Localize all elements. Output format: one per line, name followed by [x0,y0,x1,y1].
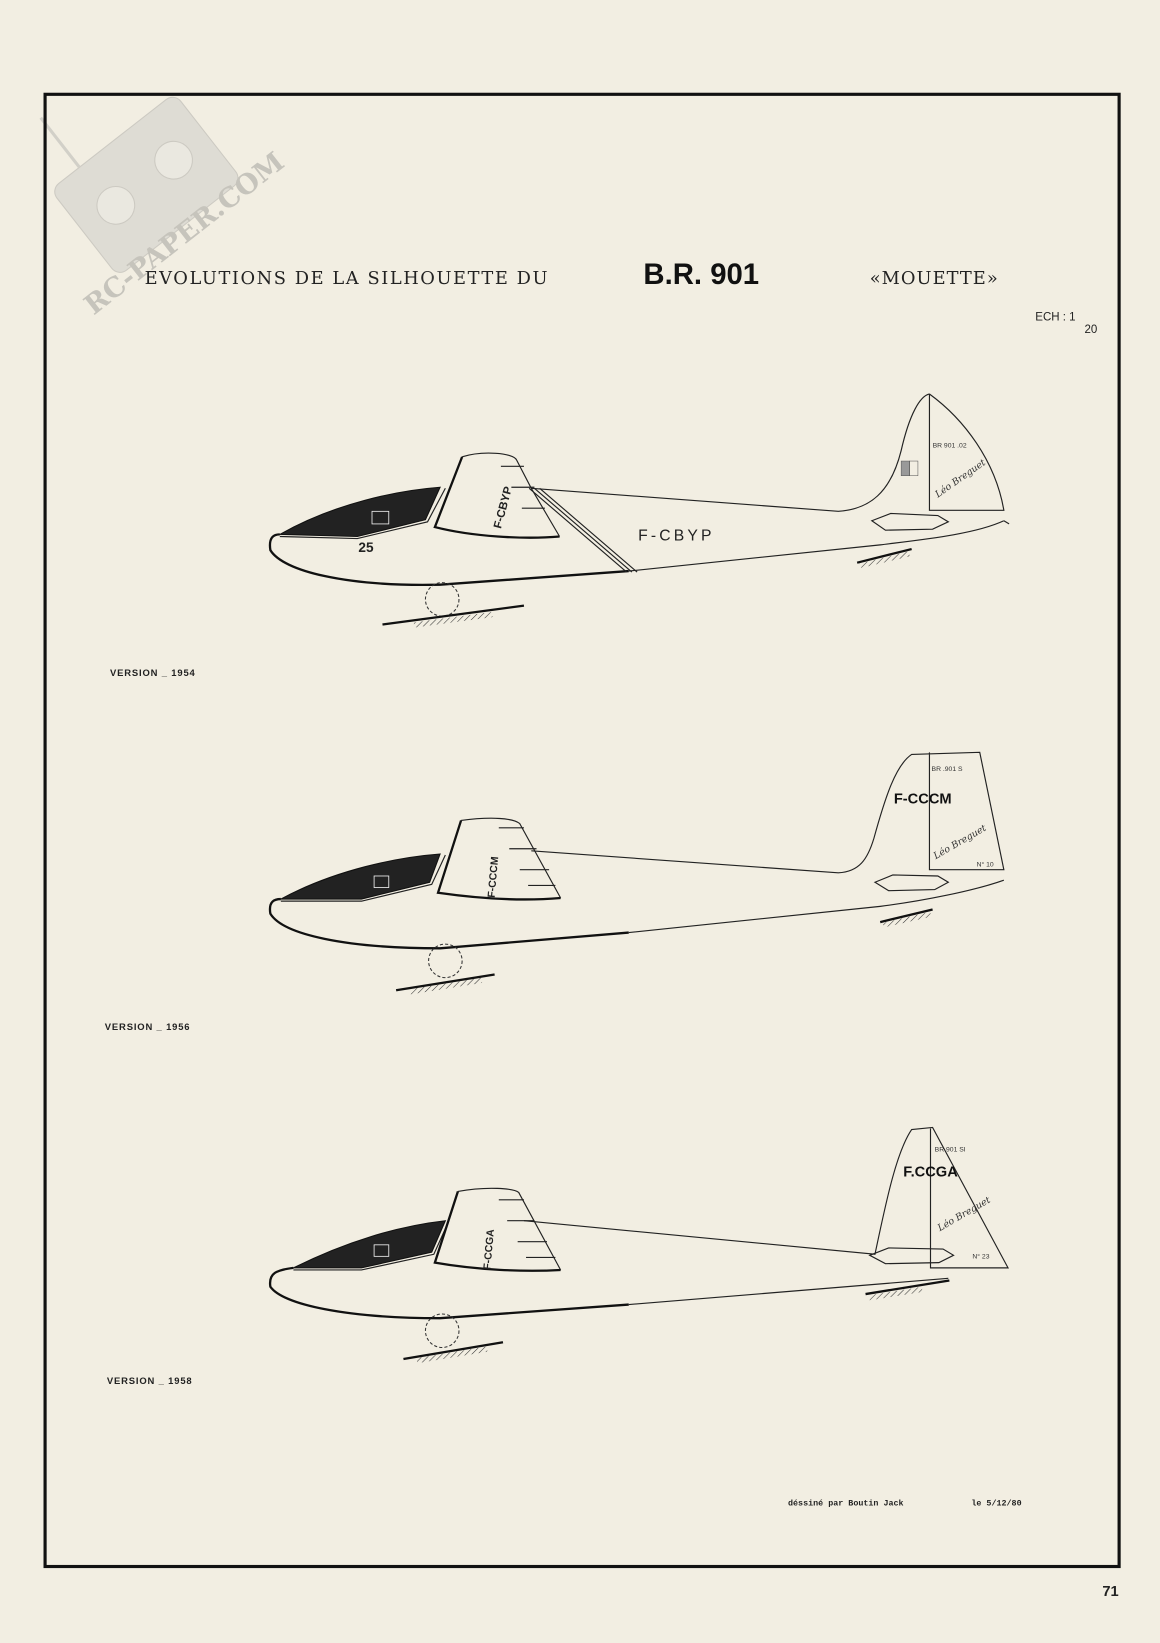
contest-number: 25 [358,540,374,555]
joystick-icon [154,140,193,180]
antenna-icon [39,116,81,169]
version-label-1954: VERSION _ 1954 [110,667,196,678]
fin-type-1954: BR 901 .02 [933,442,967,449]
fin-registration-1958: F.CCGA [903,1165,958,1181]
version-label-1958: VERSION _ 1958 [107,1375,193,1386]
glider-1958: F.CCGA BR 901 SI N° 23 Léo Breguet F-CCG… [268,1126,1010,1364]
wheel-1954 [424,582,460,617]
signature-1958: Léo Breguet [935,1195,993,1235]
version-label-1956: VERSION _ 1956 [105,1021,191,1032]
fin-number-1956: N° 10 [977,861,994,869]
wheel-1958 [424,1313,460,1349]
page-number: 71 [1102,1584,1118,1600]
signature-1956: Léo Breguet [931,823,989,863]
fin-registration-1956: F-CCCM [894,792,952,808]
fin-type-1958: BR 901 SI [935,1147,966,1154]
signature-1954: Léo Breguet [932,457,988,501]
wing-registration-1954: F-CBYP [492,485,515,530]
wing-registration-1956: F-CCCM [487,856,502,898]
drawing-frame [43,92,1121,1569]
joystick-icon [96,185,136,225]
fin-number-1958: N° 23 [972,1252,989,1260]
fin-type-1956: BR .901 S [932,766,963,773]
fuselage-registration-1954: F-CBYP [638,528,714,545]
title-prefix: EVOLUTIONS DE LA SILHOUETTE DU [145,268,549,289]
glider-1954: 25 F-CBYP F-CBYP BR 901 .02 Léo Breguet [268,393,1010,628]
title-model: B.R. 901 [643,258,759,291]
scale-label: ECH : 1 [1035,312,1075,324]
drawing-date: le 5/12/80 [971,1499,1021,1509]
scale-denominator: 20 [1085,324,1098,336]
wing-registration-1958: F-CCGA [482,1228,497,1270]
glider-1956: F-CCCM BR .901 S N° 10 Léo Breguet F-CCC… [268,751,1005,995]
wheel-1956 [428,943,463,979]
title-name: «MOUETTE» [870,268,999,289]
drawing-credit: déssiné par Boutin Jack [788,1499,904,1509]
